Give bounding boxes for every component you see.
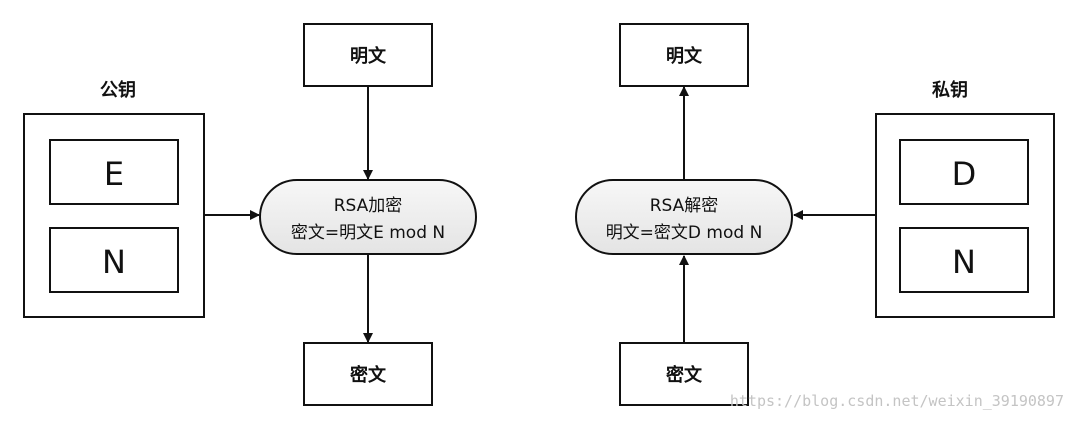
public-key-exponent-box <box>49 139 179 205</box>
private-key-exponent-box <box>899 139 1029 205</box>
decrypt-process-formula: 明文=密文D mod N <box>606 223 763 243</box>
private-key-label: 私钥 <box>932 79 968 101</box>
encrypt-process-formula: 密文=明文E mod N <box>291 223 445 243</box>
watermark-text: https://blog.csdn.net/weixin_39190897 <box>730 392 1064 410</box>
decryption-flow: 明文 RSA解密 明文=密文D mod N 密文 私钥 D N <box>575 23 1055 406</box>
public-key-exponent: E <box>104 155 124 193</box>
decrypt-plaintext-label: 明文 <box>666 45 703 67</box>
encrypt-ciphertext-box <box>303 342 433 406</box>
private-key-exponent: D <box>952 155 977 193</box>
public-key-modulus: N <box>102 243 126 281</box>
public-key-label: 公钥 <box>100 79 136 101</box>
decrypt-process-title: RSA解密 <box>650 196 719 216</box>
encrypt-ciphertext-label: 密文 <box>350 364 387 386</box>
private-key-modulus: N <box>952 243 976 281</box>
decrypt-ciphertext-label: 密文 <box>666 364 703 386</box>
public-key-modulus-box <box>49 227 179 293</box>
encrypt-plaintext-box <box>303 23 433 87</box>
decrypt-plaintext-box <box>619 23 749 87</box>
private-key-modulus-box <box>899 227 1029 293</box>
encrypt-process-title: RSA加密 <box>334 196 403 216</box>
encryption-flow: 公钥 E N 明文 RSA加密 密文=明文E mod N 密文 <box>23 23 477 406</box>
encrypt-plaintext-label: 明文 <box>350 45 387 67</box>
